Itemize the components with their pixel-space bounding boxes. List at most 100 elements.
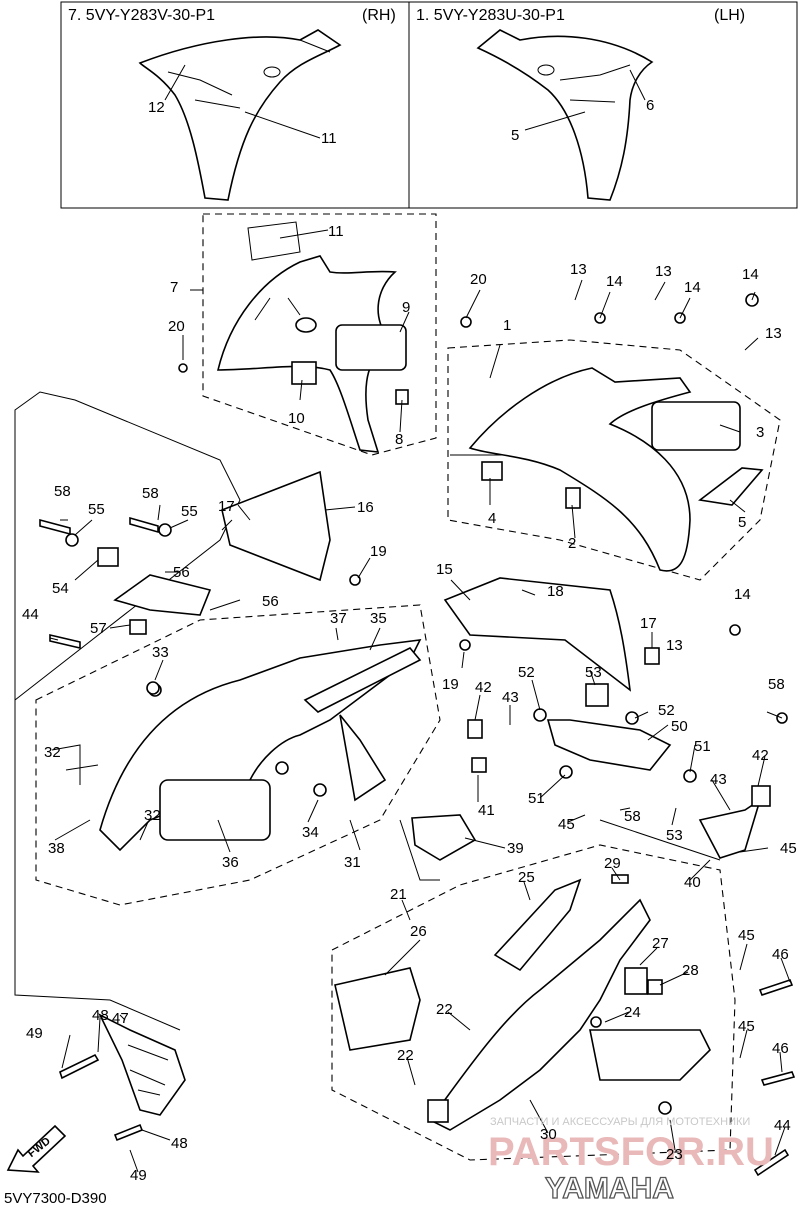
callout-29: 29 (604, 855, 621, 872)
callout-52: 52 (658, 702, 675, 719)
callout-22: 22 (397, 1047, 414, 1064)
callout-10: 10 (288, 410, 305, 427)
callout-42: 42 (475, 679, 492, 696)
callout-48: 48 (171, 1135, 188, 1152)
callout-45: 45 (738, 1018, 755, 1035)
diagram-code: 5VY7300-D390 (4, 1190, 107, 1207)
callout-45: 45 (558, 816, 575, 833)
callout-58: 58 (624, 808, 641, 825)
callout-49: 49 (26, 1025, 43, 1042)
callout-49: 49 (130, 1167, 147, 1184)
lh-side-cowl-drawing (476, 29, 654, 201)
callout-14: 14 (742, 266, 759, 283)
callout-44: 44 (774, 1117, 791, 1134)
inner-panel-rh (178, 221, 409, 453)
callout-55: 55 (181, 503, 198, 520)
callout-52: 52 (518, 664, 535, 681)
callout-26: 26 (410, 923, 427, 940)
group-1-boundary (447, 339, 781, 581)
yamaha-logo: YAMAHA (545, 1172, 674, 1205)
callout-11: 11 (328, 223, 344, 240)
callout-35: 35 (370, 610, 387, 627)
callout-45: 45 (780, 840, 797, 857)
rh-side-cowl-drawing (138, 29, 342, 201)
callout-20: 20 (168, 318, 185, 335)
callout-24: 24 (624, 1004, 641, 1021)
bracket-50 (546, 719, 672, 771)
callout-labels: 12 11 6 5 11 7 9 20 10 8 20 1 13 14 13 1… (22, 97, 797, 1184)
watermark-brand: PARTSFOR.RU (488, 1130, 774, 1174)
lh-cowling-frame (408, 1, 798, 209)
callout-44: 44 (22, 606, 39, 623)
stay-54 (113, 574, 212, 616)
callout-9: 9 (402, 299, 410, 316)
callout-4: 4 (488, 510, 496, 527)
callout-21: 21 (390, 886, 407, 903)
watermark-tagline: ЗАПЧАСТИ И АКСЕССУАРЫ ДЛЯ МОТОТЕХНИКИ (490, 1116, 750, 1128)
callout-15: 15 (436, 561, 453, 578)
rh-part-code: 7. 5VY-Y283V-30-P1 (68, 7, 215, 24)
callout-36: 36 (222, 854, 239, 871)
callout-22: 22 (436, 1001, 453, 1018)
callout-19: 19 (370, 543, 387, 560)
callout-28: 28 (682, 962, 699, 979)
callout-33: 33 (152, 644, 169, 661)
callout-32: 32 (144, 807, 161, 824)
callout-13: 13 (570, 261, 587, 278)
callout-20: 20 (470, 271, 487, 288)
callout-47: 47 (112, 1010, 129, 1027)
callout-53: 53 (585, 664, 602, 681)
callout-25: 25 (518, 869, 535, 886)
callout-13: 13 (765, 325, 782, 342)
callout-56: 56 (173, 564, 190, 581)
fwd-arrow-icon: FWD (6, 1124, 67, 1173)
callout-14: 14 (734, 586, 751, 603)
bracket-15 (443, 577, 632, 692)
callout-18: 18 (547, 583, 564, 600)
callout-5: 5 (738, 514, 746, 531)
callout-37: 37 (330, 610, 347, 627)
callout-30: 30 (540, 1126, 557, 1143)
callout-19: 19 (442, 676, 459, 693)
callout-6: 6 (646, 97, 654, 114)
callout-34: 34 (302, 824, 319, 841)
callout-1: 1 (503, 317, 511, 334)
callout-39: 39 (507, 840, 524, 857)
callout-2: 2 (568, 535, 576, 552)
inner-panel-lh (460, 293, 764, 572)
callout-57: 57 (90, 620, 107, 637)
callout-13: 13 (666, 637, 683, 654)
under-panel-lower (334, 878, 711, 1131)
callout-48: 48 (92, 1007, 109, 1024)
callout-51: 51 (528, 790, 545, 807)
callout-58: 58 (142, 485, 159, 502)
bracket-47 (98, 1013, 186, 1116)
under-panel-front (99, 639, 422, 852)
callout-46: 46 (772, 1040, 789, 1057)
callout-38: 38 (48, 840, 65, 857)
bracket-16 (221, 470, 331, 582)
callout-56: 56 (262, 593, 279, 610)
callout-43: 43 (502, 689, 519, 706)
callout-41: 41 (478, 802, 495, 819)
callout-17: 17 (218, 498, 235, 515)
callout-27: 27 (652, 935, 669, 952)
callout-14: 14 (684, 279, 701, 296)
callout-14: 14 (606, 273, 623, 290)
callout-50: 50 (671, 718, 688, 735)
callout-12: 12 (148, 99, 165, 116)
callout-46: 46 (772, 946, 789, 963)
lh-side-label: (LH) (714, 7, 745, 24)
group-31-boundary (35, 604, 441, 906)
group-7-boundary (202, 213, 437, 456)
bracket-40 (698, 798, 762, 859)
callout-32: 32 (44, 744, 61, 761)
callout-3: 3 (756, 424, 764, 441)
callout-51: 51 (694, 738, 711, 755)
callout-54: 54 (52, 580, 69, 597)
callout-55: 55 (88, 501, 105, 518)
callout-42: 42 (752, 747, 769, 764)
callout-58: 58 (54, 483, 71, 500)
callout-8: 8 (395, 431, 403, 448)
